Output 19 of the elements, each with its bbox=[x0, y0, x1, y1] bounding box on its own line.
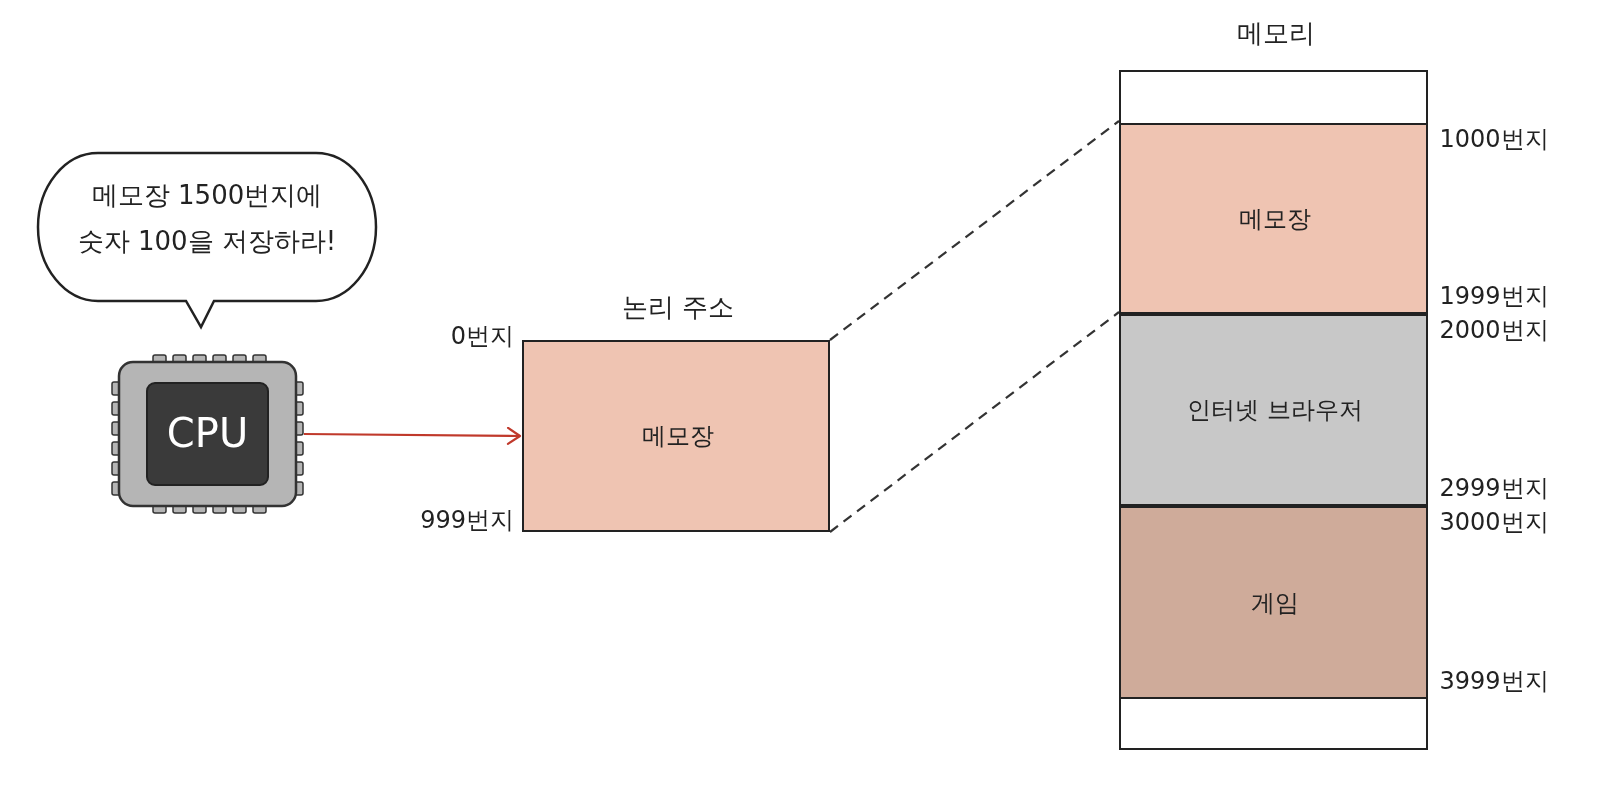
region-label: 게임 bbox=[1250, 587, 1300, 619]
bubble-text: 메모장 1500번지에 숫자 100을 저장하라! bbox=[76, 179, 338, 258]
address-label: 1000번지 bbox=[1439, 124, 1549, 155]
address-label: 0번지 bbox=[450, 321, 514, 352]
address-label: 2999번지 bbox=[1439, 473, 1549, 504]
chip-label: CPU bbox=[165, 410, 250, 456]
dashed-line bbox=[829, 120, 1120, 341]
address-label: 2000번지 bbox=[1439, 315, 1549, 346]
arrow bbox=[304, 426, 522, 445]
region-label: 인터넷 브라우저 bbox=[1186, 395, 1364, 426]
region-label: 메모장 bbox=[1238, 203, 1312, 235]
box-label: 메모장 bbox=[641, 421, 715, 452]
box-title: 논리 주소 bbox=[620, 291, 736, 324]
address-label: 999번지 bbox=[420, 505, 514, 536]
address-label: 3999번지 bbox=[1439, 666, 1549, 697]
address-label: 1999번지 bbox=[1439, 281, 1549, 312]
address-label: 3000번지 bbox=[1439, 507, 1549, 538]
dashed-line bbox=[829, 311, 1120, 533]
column-title: 메모리 bbox=[1235, 17, 1316, 50]
